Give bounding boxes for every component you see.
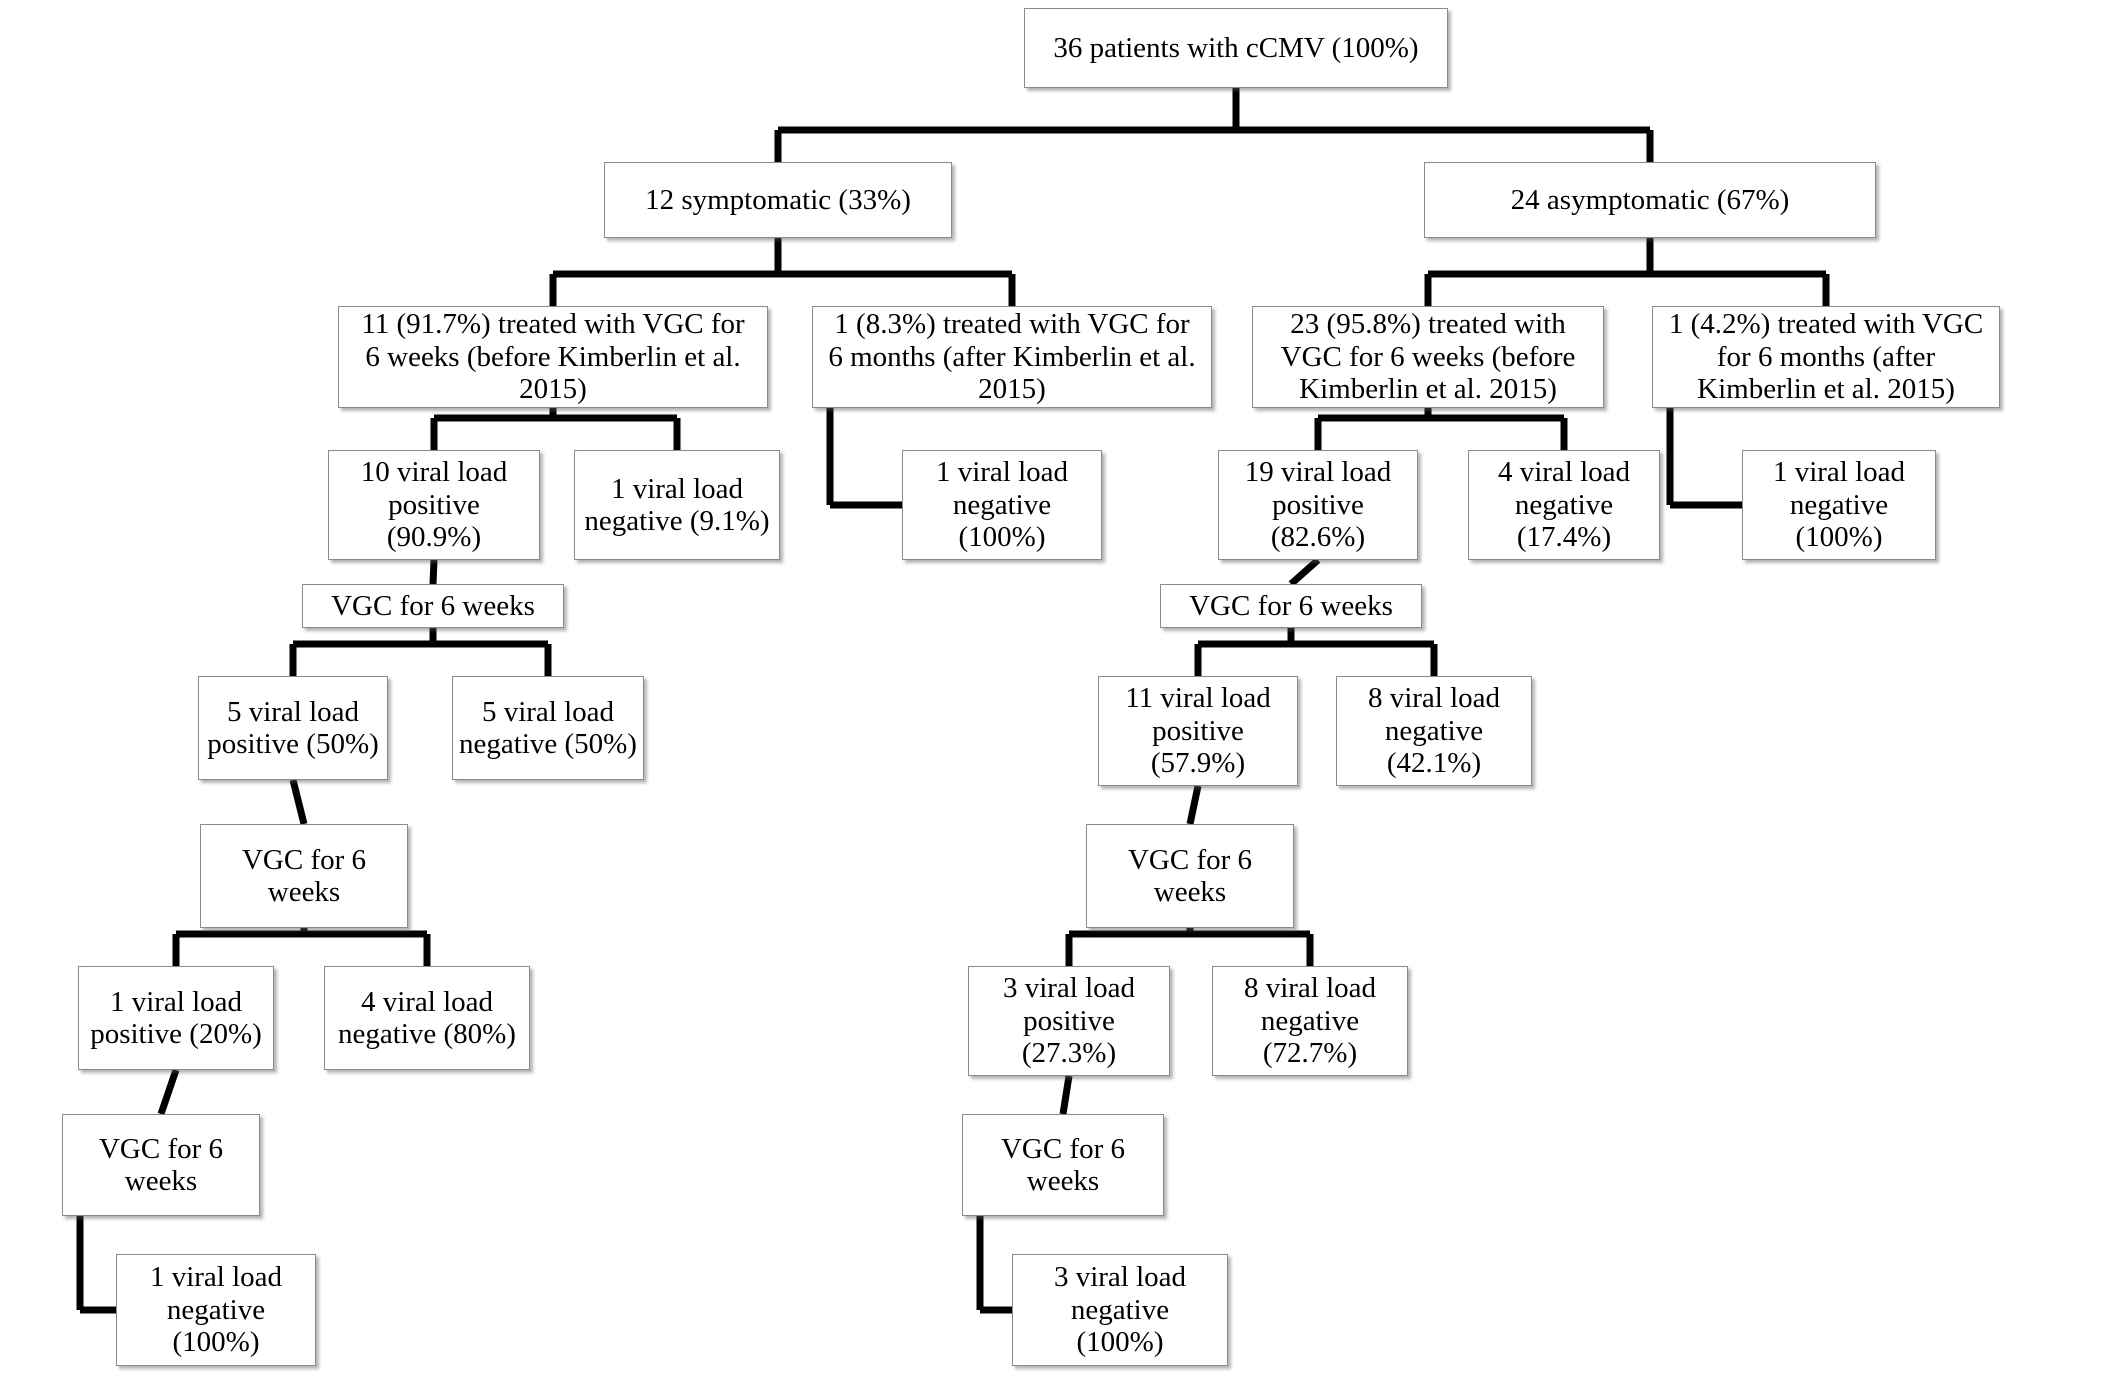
- node-label: 1 viral load negative (100%): [1772, 456, 1906, 554]
- node-label: 11 (91.7%) treated with VGC for 6 weeks …: [361, 308, 745, 406]
- node-label: 19 viral load positive (82.6%): [1244, 456, 1392, 554]
- node-label: 24 asymptomatic (67%): [1510, 183, 1790, 216]
- node-label: 1 (8.3%) treated with VGC for 6 months (…: [828, 308, 1196, 406]
- node-label: 4 viral load negative (17.4%): [1497, 456, 1631, 554]
- node-label: VGC for 6 weeks: [331, 589, 535, 622]
- node-sym-6mo: 1 (8.3%) treated with VGC for 6 months (…: [812, 306, 1212, 408]
- node-asym-vl2-neg: 8 viral load negative (42.1%): [1336, 676, 1532, 786]
- node-label: 4 viral load negative (80%): [338, 985, 516, 1050]
- node-label: 1 viral load negative (100%): [935, 456, 1069, 554]
- node-label: 5 viral load negative (50%): [459, 695, 637, 760]
- node-symptomatic: 12 symptomatic (33%): [604, 162, 952, 238]
- node-label: 8 viral load negative (42.1%): [1367, 682, 1501, 780]
- node-label: 10 viral load positive (90.9%): [360, 456, 508, 554]
- node-label: 1 viral load positive (20%): [90, 985, 262, 1050]
- node-label: VGC for 6 weeks: [1189, 589, 1393, 622]
- node-asym-vl4-neg: 3 viral load negative (100%): [1012, 1254, 1228, 1366]
- node-asym-6mo: 1 (4.2%) treated with VGC for 6 months (…: [1652, 306, 2000, 408]
- node-asymptomatic: 24 asymptomatic (67%): [1424, 162, 1876, 238]
- node-asym-vl2-pos: 11 viral load positive (57.9%): [1098, 676, 1298, 786]
- node-asym-vl1-neg: 4 viral load negative (17.4%): [1468, 450, 1660, 560]
- node-sym-6wk: 11 (91.7%) treated with VGC for 6 weeks …: [338, 306, 768, 408]
- node-sym-vl3-pos: 1 viral load positive (20%): [78, 966, 274, 1070]
- node-label: 11 viral load positive (57.9%): [1125, 682, 1271, 780]
- node-sym-vl1-pos: 10 viral load positive (90.9%): [328, 450, 540, 560]
- node-sym-vl2-neg: 5 viral load negative (50%): [452, 676, 644, 780]
- node-asym-vl3-pos: 3 viral load positive (27.3%): [968, 966, 1170, 1076]
- node-label: 36 patients with cCMV (100%): [1053, 31, 1419, 64]
- node-sym-vgc4: VGC for 6 weeks: [62, 1114, 260, 1216]
- node-asym-6wk: 23 (95.8%) treated with VGC for 6 weeks …: [1252, 306, 1604, 408]
- node-asym-vl1-pos: 19 viral load positive (82.6%): [1218, 450, 1418, 560]
- node-label: 1 viral load negative (9.1%): [584, 472, 770, 537]
- node-asym-vgc3: VGC for 6 weeks: [1086, 824, 1294, 928]
- node-label: 12 symptomatic (33%): [645, 183, 911, 216]
- node-sym-vgc3: VGC for 6 weeks: [200, 824, 408, 928]
- node-label: 5 viral load positive (50%): [207, 695, 379, 760]
- node-label: 8 viral load negative (72.7%): [1243, 972, 1377, 1070]
- node-label: VGC for 6 weeks: [1127, 843, 1253, 908]
- node-label: 3 viral load positive (27.3%): [1002, 972, 1136, 1070]
- node-sym-vgc2: VGC for 6 weeks: [302, 584, 564, 628]
- node-label: VGC for 6 weeks: [241, 843, 367, 908]
- node-sym6mo-vl-neg: 1 viral load negative (100%): [902, 450, 1102, 560]
- node-sym-vl1-neg: 1 viral load negative (9.1%): [574, 450, 780, 560]
- node-label: 3 viral load negative (100%): [1053, 1261, 1187, 1359]
- node-label: 23 (95.8%) treated with VGC for 6 weeks …: [1280, 308, 1576, 406]
- node-sym-vl3-neg: 4 viral load negative (80%): [324, 966, 530, 1070]
- node-root: 36 patients with cCMV (100%): [1024, 8, 1448, 88]
- node-sym-vl4-neg: 1 viral load negative (100%): [116, 1254, 316, 1366]
- node-asym6mo-vl-neg: 1 viral load negative (100%): [1742, 450, 1936, 560]
- node-asym-vl3-neg: 8 viral load negative (72.7%): [1212, 966, 1408, 1076]
- node-label: VGC for 6 weeks: [98, 1132, 224, 1197]
- node-label: VGC for 6 weeks: [1000, 1132, 1126, 1197]
- node-asym-vgc4: VGC for 6 weeks: [962, 1114, 1164, 1216]
- node-sym-vl2-pos: 5 viral load positive (50%): [198, 676, 388, 780]
- node-label: 1 (4.2%) treated with VGC for 6 months (…: [1668, 308, 1984, 406]
- node-label: 1 viral load negative (100%): [149, 1261, 283, 1359]
- node-asym-vgc2: VGC for 6 weeks: [1160, 584, 1422, 628]
